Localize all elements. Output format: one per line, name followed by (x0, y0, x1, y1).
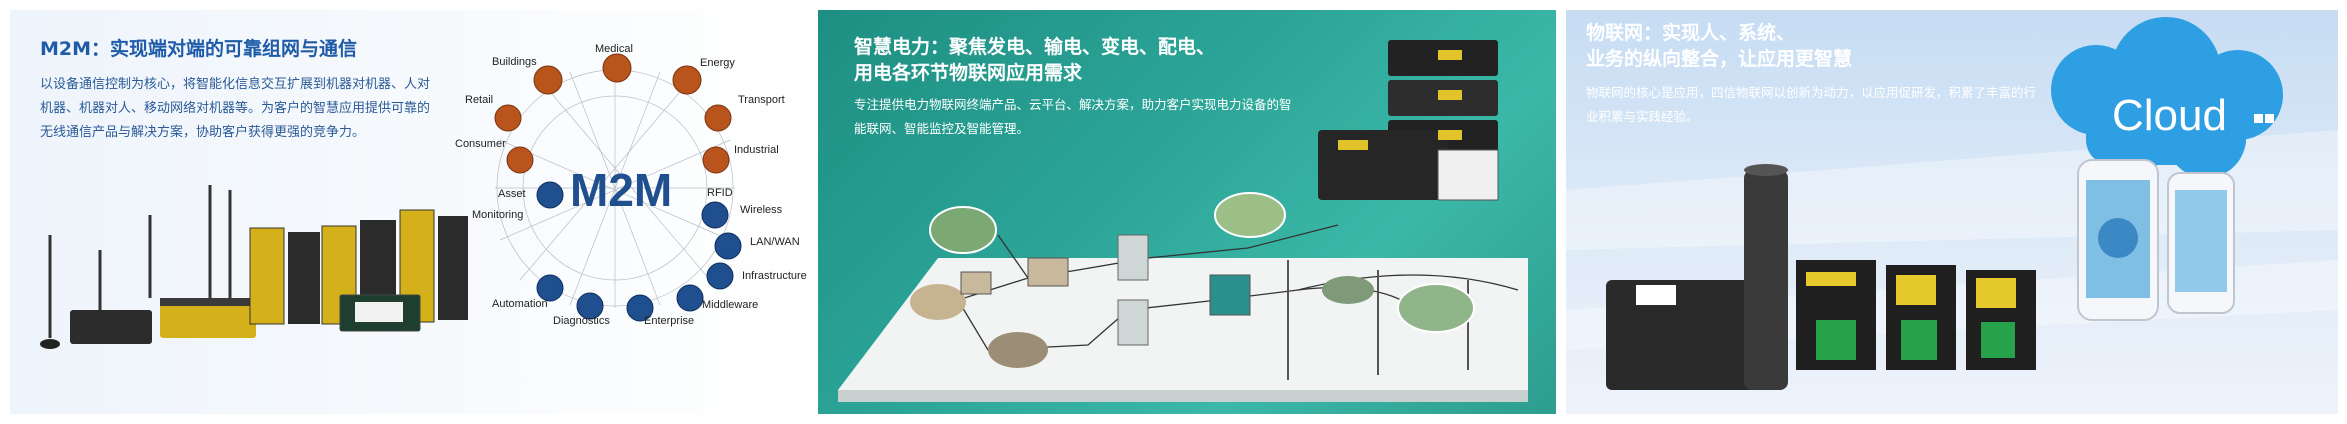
ring-label: Diagnostics (553, 315, 610, 327)
iot-terminal-devices (1606, 164, 2036, 390)
ring-label: RFID (707, 187, 733, 199)
ring-label: LAN/WAN (750, 236, 800, 248)
power-title: 智慧电力：聚焦发电、输电、变电、配电、 用电各环节物联网应用需求 (854, 34, 1215, 86)
ring-label: Buildings (492, 56, 537, 68)
ring-label: Transport (738, 94, 785, 106)
ring-label: Asset (498, 188, 526, 200)
ring-label: Infrastructure (742, 270, 807, 282)
power-illustration (838, 40, 1528, 402)
m2m-panel: M2M Buildings Medical Energy Transport R… (10, 10, 808, 414)
ring-label: Automation (492, 298, 548, 310)
cloud-mark-icon (2254, 114, 2263, 123)
scene-images (910, 192, 1475, 368)
ring-label-group: Buildings Medical Energy Transport Retai… (455, 43, 807, 327)
smart-power-panel: 智慧电力：聚焦发电、输电、变电、配电、 用电各环节物联网应用需求 专注提供电力物… (818, 10, 1556, 414)
ring-label: Monitoring (472, 209, 523, 221)
m2m-logo-text: M2M (570, 164, 672, 216)
smartphone-devices (2077, 159, 2235, 321)
m2m-logo: M2M (570, 164, 672, 216)
power-terminal-devices (1318, 40, 1499, 201)
m2m-network-ring (495, 68, 735, 308)
substation-buildings (960, 234, 1251, 346)
ring-label: Middleware (702, 299, 758, 311)
router-devices (40, 185, 468, 349)
ring-label: Energy (700, 57, 735, 69)
iot-panel: Cloud 物联网：实现人、系统、 业务 (1566, 10, 2338, 414)
ring-label: Medical (595, 43, 633, 55)
power-title-line2: 用电各环节物联网应用需求 (854, 62, 1083, 84)
iot-description: 物联网的核心是应用，四信物联网以创新为动力，以应用促研发，积累了丰富的行业积累与… (1586, 85, 2037, 124)
ring-label: Consumer (455, 138, 506, 150)
m2m-description: 以设备通信控制为核心，将智能化信息交互扩展到机器对机器、人对机器、机器对人、移动… (40, 77, 431, 140)
cloud-mark-icon (2265, 114, 2274, 123)
m2m-illustration: M2M Buildings Medical Energy Transport R… (40, 43, 807, 349)
m2m-title: M2M：实现端对端的可靠组网与通信 (40, 38, 358, 60)
iot-title-line1: 物联网：实现人、系统、 (1586, 22, 1796, 44)
iot-title-line2: 业务的纵向整合，让应用更智慧 (1586, 48, 1853, 70)
cloud-icon (2051, 17, 2283, 178)
blue-node-group (536, 181, 742, 322)
iot-illustration: Cloud (1566, 17, 2338, 390)
power-title-line1: 智慧电力：聚焦发电、输电、变电、配电、 (854, 36, 1216, 58)
orange-node-group (494, 53, 732, 174)
iot-title: 物联网：实现人、系统、 业务的纵向整合，让应用更智慧 (1586, 20, 1852, 72)
cloud-text: Cloud (2112, 91, 2227, 140)
power-description: 专注提供电力物联网终端产品、云平台、解决方案，助力客户实现电力设备的智能联网、智… (854, 97, 1292, 136)
ring-label: Industrial (734, 144, 779, 156)
ring-label: Retail (465, 94, 493, 106)
ring-label: Enterprise (644, 315, 694, 327)
ring-label: Wireless (740, 204, 783, 216)
